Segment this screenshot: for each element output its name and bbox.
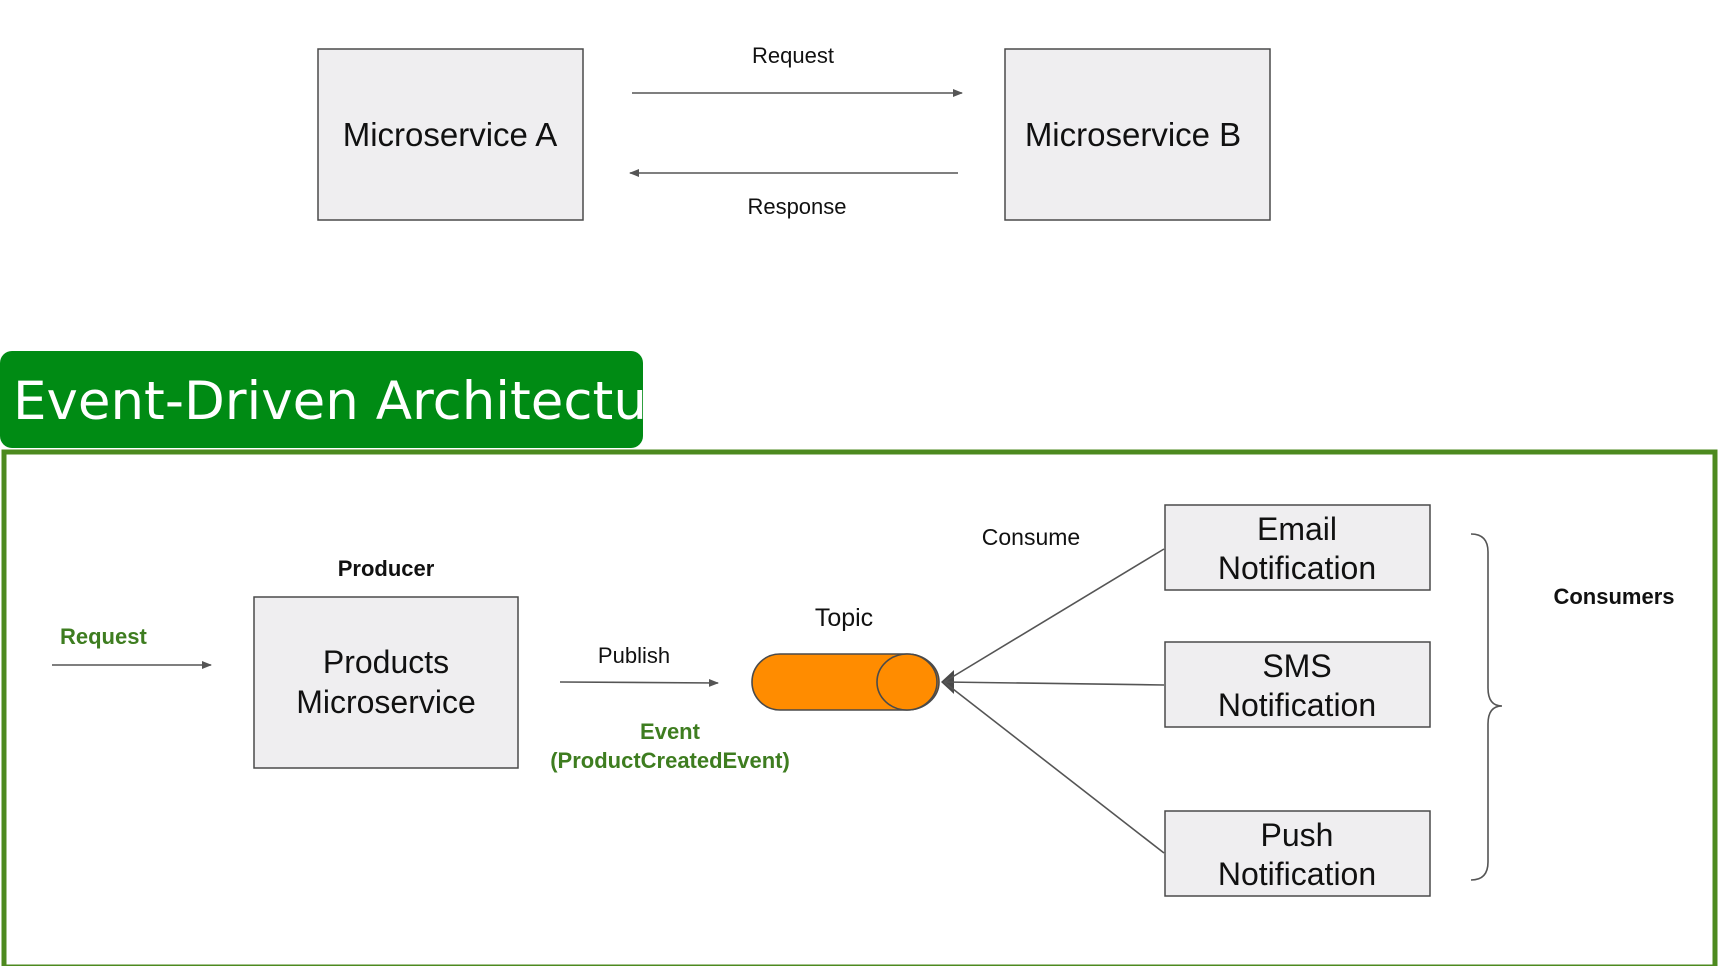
consumers-label: Consumers — [1553, 584, 1674, 609]
microservice-b-label: Microservice B — [1025, 116, 1241, 153]
microservice-a-label: Microservice A — [343, 116, 558, 153]
email-notification-box: Email Notification — [1164, 504, 1431, 591]
banner-title: Event-Driven Architecture — [13, 371, 700, 432]
sms-notification-line1: SMS — [1262, 648, 1331, 684]
consume-line-push — [943, 681, 1165, 854]
topic-label: Topic — [815, 604, 873, 632]
products-microservice-line2: Microservice — [296, 684, 476, 720]
eda-frame — [1, 449, 1718, 966]
products-microservice-line1: Products — [323, 644, 449, 680]
request-label: Request — [752, 43, 834, 68]
consume-label: Consume — [982, 524, 1080, 550]
publish-label: Publish — [598, 643, 670, 668]
email-notification-line2: Notification — [1218, 550, 1376, 586]
sms-notification-box: SMS Notification — [1164, 641, 1431, 728]
response-label: Response — [747, 194, 846, 219]
event-label-line2: (ProductCreatedEvent) — [550, 748, 790, 773]
push-notification-box: Push Notification — [1164, 810, 1431, 897]
incoming-request-label: Request — [60, 624, 147, 649]
push-notification-line1: Push — [1261, 817, 1334, 853]
consume-line-sms — [943, 681, 1165, 686]
sms-notification-line2: Notification — [1218, 687, 1376, 723]
consumers-brace — [1470, 533, 1503, 881]
section-banner: Event-Driven Architecture — [0, 351, 700, 448]
email-notification-line1: Email — [1257, 511, 1337, 547]
event-label-line1: Event — [640, 719, 701, 744]
products-microservice-box: Products Microservice — [253, 596, 519, 769]
publish-arrow — [559, 678, 719, 687]
producer-label: Producer — [338, 556, 435, 581]
topic-cylinder — [751, 653, 954, 711]
consume-line-email — [943, 548, 1165, 683]
push-notification-line2: Notification — [1218, 856, 1376, 892]
microservice-a-box: Microservice A — [317, 48, 584, 221]
microservice-b-box: Microservice B — [1004, 48, 1271, 221]
